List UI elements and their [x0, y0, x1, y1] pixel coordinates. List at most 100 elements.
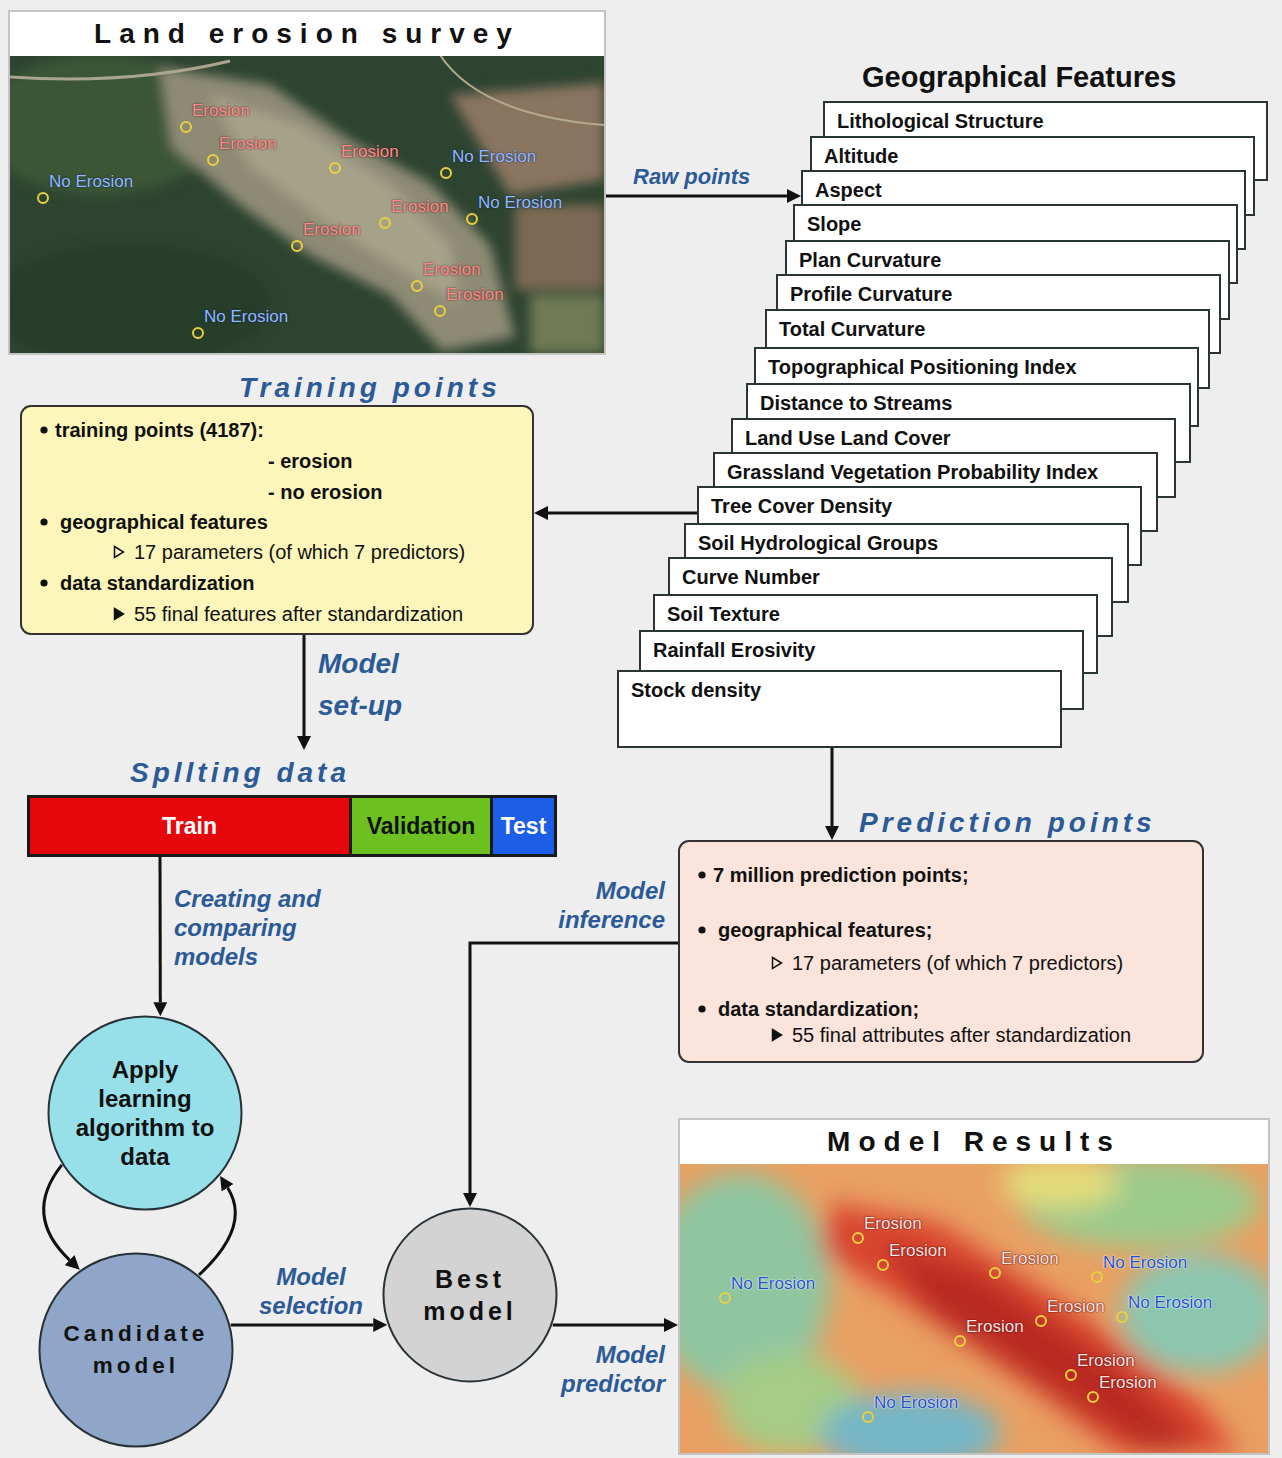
map-label: Erosion [192, 101, 250, 121]
process-circle: Best model [382, 1207, 558, 1383]
info-subline: 17 parameters (of which 7 predictors) [134, 539, 465, 565]
feature-name: Altitude [824, 144, 898, 168]
map-label: Erosion [341, 142, 399, 162]
feature-card: Stock density [617, 670, 1062, 748]
connector [44, 1165, 70, 1260]
feature-name: Curve Number [682, 565, 820, 589]
split-bar: Spllting dataTrain Validation Test [27, 750, 557, 857]
panel-heading: Model Results [680, 1120, 1268, 1164]
stack-heading: Geographical Features [862, 59, 1176, 95]
connector [159, 857, 162, 1002]
bullet-dot [39, 517, 49, 527]
bullet-dot [39, 425, 49, 435]
edge-label: Model set-up [318, 643, 418, 727]
connector [553, 1323, 664, 1326]
map-label: No Erosion [1103, 1253, 1187, 1273]
feature-name: Tree Cover Density [711, 494, 892, 518]
map-label: No Erosion [874, 1393, 958, 1413]
map-label: Erosion [446, 285, 504, 305]
bar-heading: Spllting data [130, 756, 350, 790]
info-line: - erosion [268, 448, 352, 474]
connector [606, 195, 787, 198]
bullet-triangle [771, 1028, 783, 1042]
info-line: geographical features [60, 509, 268, 535]
feature-name: Slope [807, 212, 861, 236]
split-segment: Train [27, 795, 352, 857]
info-line: - no erosion [268, 479, 382, 505]
map-label: Erosion [391, 197, 449, 217]
edge-label: Raw points [633, 164, 750, 190]
bullet-triangle [771, 956, 783, 970]
feature-name: Land Use Land Cover [745, 426, 951, 450]
circle-outline [47, 1015, 243, 1211]
feature-name: Topographical Positioning Index [768, 355, 1077, 379]
segment-label: Train [162, 812, 217, 840]
feature-name: Lithological Structure [837, 109, 1044, 133]
feature-name: Rainfall Erosivity [653, 638, 815, 662]
connector [470, 943, 678, 1193]
process-circle: Candidate model [38, 1252, 234, 1448]
edge-label: Model predictor [540, 1340, 665, 1398]
panel-heading: Land erosion survey [10, 12, 604, 56]
bullet-dot [697, 1004, 707, 1014]
feature-name: Grassland Vegetation Probability Index [727, 460, 1098, 484]
map-label: Erosion [1077, 1351, 1135, 1371]
connector [548, 512, 697, 515]
feature-name: Total Curvature [779, 317, 925, 341]
circle-label: Best model [405, 1263, 535, 1327]
info-line: geographical features; [718, 917, 933, 943]
feature-name: Distance to Streams [760, 391, 952, 415]
bullet-dot [39, 578, 49, 588]
split-segment: Validation [349, 795, 493, 857]
map-label: Erosion [423, 260, 481, 280]
info-line: data standardization; [718, 996, 919, 1022]
bullet-triangle [113, 545, 125, 559]
info-line: 7 million prediction points; [713, 862, 969, 888]
circle-outline [38, 1252, 234, 1448]
info-line: data standardization [60, 570, 254, 596]
map-label: No Erosion [731, 1274, 815, 1294]
feature-stack: Geographical FeaturesLithological Struct… [615, 55, 1272, 750]
segment-label: Test [501, 812, 547, 840]
connector [831, 748, 834, 826]
edge-label: Model inference [540, 876, 665, 934]
feature-name: Profile Curvature [790, 282, 952, 306]
map-label: Erosion [889, 1241, 947, 1261]
map-label: Erosion [864, 1214, 922, 1234]
circle-label: Apply learning algorithm to data [75, 1055, 215, 1171]
feature-name: Soil Texture [667, 602, 780, 626]
box-heading: Prediction points [859, 806, 1156, 840]
box-heading: Training points [239, 371, 501, 405]
info-line: training points (4187): [55, 417, 264, 443]
map-label: No Erosion [204, 307, 288, 327]
map-label: No Erosion [49, 172, 133, 192]
connector [199, 1188, 235, 1275]
feature-name: Stock density [631, 678, 761, 702]
feature-name: Aspect [815, 178, 882, 202]
connector [231, 1323, 374, 1326]
feature-name: Soil Hydrological Groups [698, 531, 938, 555]
info-box: Prediction points7 million prediction po… [678, 840, 1204, 1063]
map-label: No Erosion [478, 193, 562, 213]
circle-label: Candidate model [46, 1318, 226, 1382]
bullet-triangle [113, 607, 125, 621]
split-segment: Test [490, 795, 557, 857]
bullet-dot [697, 925, 707, 935]
edge-label: Creating and comparing models [174, 884, 349, 971]
map-label: Erosion [1047, 1297, 1105, 1317]
bullet-dot [697, 870, 707, 880]
process-circle: Apply learning algorithm to data [47, 1015, 243, 1211]
map-label: No Erosion [1128, 1293, 1212, 1313]
map-label: Erosion [966, 1317, 1024, 1337]
connector [303, 635, 306, 736]
info-box: Training pointstraining points (4187):- … [20, 405, 534, 635]
map-label: Erosion [219, 134, 277, 154]
info-subline: 17 parameters (of which 7 predictors) [792, 950, 1123, 976]
info-subline: 55 final attributes after standardizatio… [792, 1022, 1131, 1048]
feature-name: Plan Curvature [799, 248, 941, 272]
segment-label: Validation [367, 812, 476, 840]
info-subline: 55 final features after standardization [134, 601, 463, 627]
map-label: Erosion [1001, 1249, 1059, 1269]
map-label: Erosion [1099, 1373, 1157, 1393]
